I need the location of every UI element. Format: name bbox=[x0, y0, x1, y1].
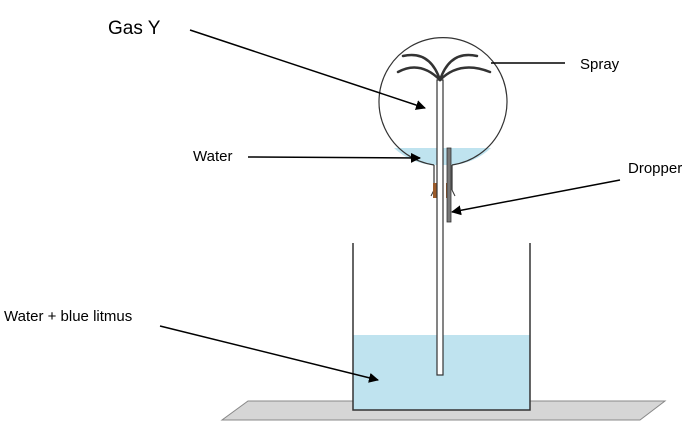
dropper-pointer bbox=[451, 179, 621, 216]
spray-jets bbox=[396, 53, 492, 82]
label-water: Water bbox=[193, 148, 233, 165]
label-water-blue-litmus: Water + blue litmus bbox=[4, 308, 133, 325]
litmus-pointer bbox=[159, 325, 379, 383]
gas-pointer bbox=[189, 29, 426, 110]
label-spray: Spray bbox=[580, 56, 620, 73]
beaker bbox=[352, 243, 531, 411]
label-dropper: Dropper bbox=[628, 160, 683, 177]
label-gas-y: Gas Y bbox=[108, 18, 161, 39]
glass-tube bbox=[436, 79, 444, 376]
round-bottom-flask bbox=[378, 37, 508, 166]
dropper bbox=[446, 147, 452, 223]
water-pointer bbox=[247, 152, 421, 163]
stopper bbox=[433, 183, 438, 198]
